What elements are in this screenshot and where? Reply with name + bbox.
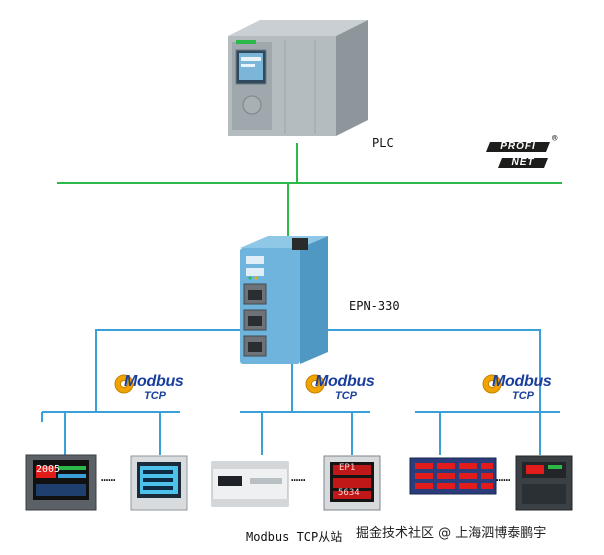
- modbus-tcp-text: TCP: [144, 390, 166, 402]
- panel-meter-value: 5634: [338, 488, 360, 498]
- plc-device: [228, 20, 368, 136]
- device-multi-display: [409, 457, 497, 495]
- plc-label: PLC: [372, 136, 394, 150]
- profinet-logo: [486, 142, 550, 168]
- device-recorder: [25, 454, 97, 511]
- ellipsis-group-2: ……: [291, 470, 306, 484]
- modbus-bus-lines: [41, 329, 560, 455]
- modbus-word: Modbus: [492, 373, 552, 390]
- profinet-registered-mark: ®: [552, 134, 558, 144]
- modbus-tcp-text: TCP: [512, 390, 534, 402]
- epn-330-gateway: [240, 236, 328, 364]
- recorder-screen-value: 2005: [36, 464, 61, 475]
- device-io-module: [211, 461, 289, 507]
- modbus-gear-icon: [114, 374, 502, 394]
- profinet-top-text: PROFI: [500, 141, 536, 152]
- device-vfd: [515, 455, 573, 511]
- device-panel-meter: [323, 455, 381, 511]
- watermark-text: 掘金技术社区 @ 上海泗博泰鹏宇: [356, 526, 547, 541]
- modbus-tcp-logo-right: Modbus TCP: [466, 372, 552, 406]
- device-power-meter: [130, 455, 188, 511]
- gateway-label: EPN-330: [349, 299, 400, 313]
- modbus-word: Modbus: [315, 373, 375, 390]
- modbus-tcp-text: TCP: [335, 390, 357, 402]
- slaves-label: Modbus TCP从站: [246, 530, 343, 544]
- profinet-bottom-text: NET: [511, 157, 535, 168]
- ellipsis-group-1: ……: [101, 470, 116, 484]
- modbus-word: Modbus: [124, 373, 184, 390]
- ellipsis-group-3: ……: [496, 470, 511, 484]
- panel-meter-label: EP1: [339, 463, 356, 473]
- modbus-tcp-logo-left: Modbus TCP: [98, 372, 184, 406]
- modbus-tcp-logo-center: Modbus TCP: [289, 372, 375, 406]
